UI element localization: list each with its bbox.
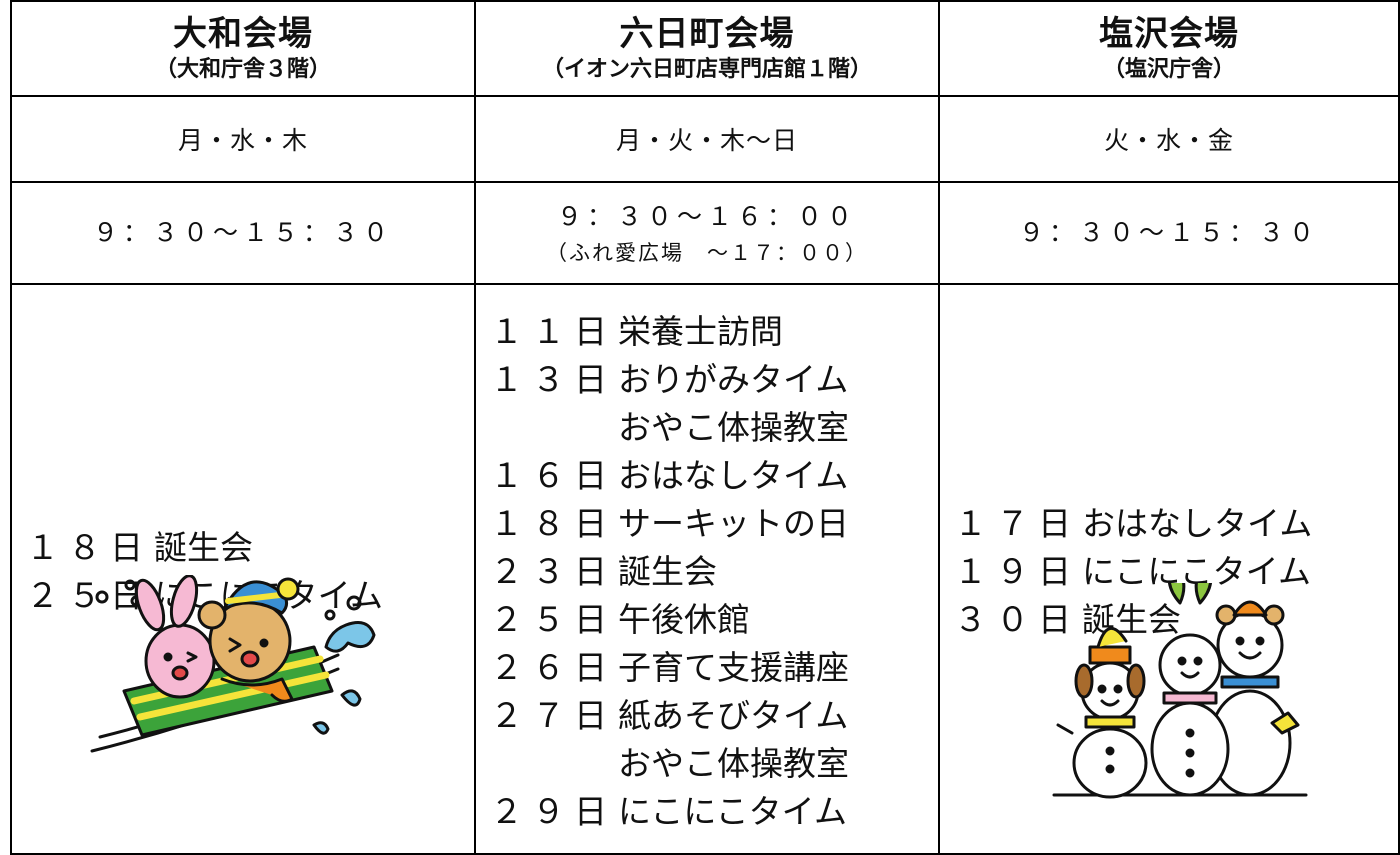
event-item: ２７日紙あそびタイム <box>488 692 938 740</box>
open-days: 月・火・木～日 <box>474 95 940 183</box>
event-item: おやこ体操教室 <box>488 740 938 788</box>
venue-header-muikamachi: 六日町会場 （イオン六日町店専門店館１階） <box>474 0 940 97</box>
event-item: １８日誕生会 <box>24 524 474 572</box>
event-date: １８日 <box>490 504 616 543</box>
event-item: ２９日にこにこタイム <box>488 788 938 836</box>
event-date: ２５日 <box>490 600 616 639</box>
event-name: おはなしタイム <box>1082 504 1313 543</box>
venue-name: 六日町会場 <box>619 13 795 54</box>
event-item: １６日おはなしタイム <box>488 452 938 500</box>
event-name: おりがみタイム <box>618 360 849 399</box>
event-name: 誕生会 <box>154 528 253 567</box>
event-date: ３０日 <box>954 600 1080 639</box>
event-name: サーキットの日 <box>618 504 849 543</box>
event-name: 紙あそびタイム <box>618 696 849 735</box>
event-date: １３日 <box>490 360 616 399</box>
open-hours: ９：３０～１５：３０ <box>1018 218 1319 247</box>
event-date: ２６日 <box>490 648 616 687</box>
venue-name: 塩沢会場 <box>1099 13 1239 54</box>
event-name: おはなしタイム <box>618 456 849 495</box>
venue-header-shiozawa: 塩沢会場 （塩沢庁舎） <box>938 0 1400 97</box>
events-cell-shiozawa: １７日おはなしタイム １９日にこにこタイム ３０日誕生会 <box>938 283 1400 855</box>
event-date: １７日 <box>954 504 1080 543</box>
venue-header-row: 大和会場 （大和庁舎３階） 六日町会場 （イオン六日町店専門店館１階） 塩沢会場… <box>10 0 1400 97</box>
event-item: １１日栄養士訪問 <box>488 308 938 356</box>
open-hours-row: ９：３０～１５：３０ ９：３０～１６：００ （ふれ愛広場 ～１７：００） ９：３… <box>10 181 1400 285</box>
open-days: 月・水・木 <box>10 95 476 183</box>
event-item: ３０日誕生会 <box>952 596 1398 644</box>
venue-place: （大和庁舎３階） <box>154 56 331 82</box>
event-name: にこにこタイム <box>618 792 848 831</box>
event-name: 栄養士訪問 <box>618 312 783 351</box>
open-days: 火・水・金 <box>938 95 1400 183</box>
snowmen-with-animal-hats-illustration <box>1052 583 1308 799</box>
event-date: １１日 <box>490 312 616 351</box>
event-name: 誕生会 <box>1082 600 1181 639</box>
event-name: おやこ体操教室 <box>618 744 849 783</box>
venue-place: （塩沢庁舎） <box>1102 56 1235 82</box>
event-name: おやこ体操教室 <box>618 408 849 447</box>
event-name: 子育て支援講座 <box>618 648 849 687</box>
open-hours-cell: ９：３０～１５：３０ <box>938 181 1400 285</box>
event-date: ２９日 <box>490 792 616 831</box>
venue-schedule-table: 大和会場 （大和庁舎３階） 六日町会場 （イオン六日町店専門店館１階） 塩沢会場… <box>10 0 1400 855</box>
event-date: １９日 <box>954 552 1080 591</box>
event-item: ２５日午後休館 <box>488 596 938 644</box>
event-name: 午後休館 <box>618 600 750 639</box>
venue-place: （イオン六日町店専門店館１階） <box>541 56 872 82</box>
venue-name: 大和会場 <box>173 13 313 54</box>
event-date: １８日 <box>26 528 152 567</box>
event-list: １１日栄養士訪問 １３日おりがみタイム おやこ体操教室 １６日おはなしタイム １… <box>476 302 938 836</box>
open-hours-cell: ９：３０～１５：３０ <box>10 181 476 285</box>
open-hours: ９：３０～１５：３０ <box>92 218 393 247</box>
venue-header-yamato: 大和会場 （大和庁舎３階） <box>10 0 476 97</box>
event-item: おやこ体操教室 <box>488 404 938 452</box>
event-date: ２３日 <box>490 552 616 591</box>
open-hours: ９：３０～１６：００ <box>556 202 857 231</box>
events-cell-muikamachi: １１日栄養士訪問 １３日おりがみタイム おやこ体操教室 １６日おはなしタイム １… <box>474 283 940 855</box>
event-name: 誕生会 <box>618 552 717 591</box>
event-date: ２７日 <box>490 696 616 735</box>
open-days-row: 月・水・木 月・火・木～日 火・水・金 <box>10 95 1400 183</box>
event-list: １７日おはなしタイム １９日にこにこタイム ３０日誕生会 <box>940 494 1398 644</box>
event-item: １３日おりがみタイム <box>488 356 938 404</box>
open-hours-cell: ９：３０～１６：００ （ふれ愛広場 ～１７：００） <box>474 181 940 285</box>
event-item: ２６日子育て支援講座 <box>488 644 938 692</box>
event-item: １８日サーキットの日 <box>488 500 938 548</box>
event-item: ２３日誕生会 <box>488 548 938 596</box>
event-item: １７日おはなしタイム <box>952 500 1398 548</box>
event-date: ２５日 <box>26 576 152 615</box>
open-hours-note: （ふれ愛広場 ～１７：００） <box>546 241 868 265</box>
event-date: １６日 <box>490 456 616 495</box>
sledding-bunny-bear-illustration <box>90 575 376 753</box>
